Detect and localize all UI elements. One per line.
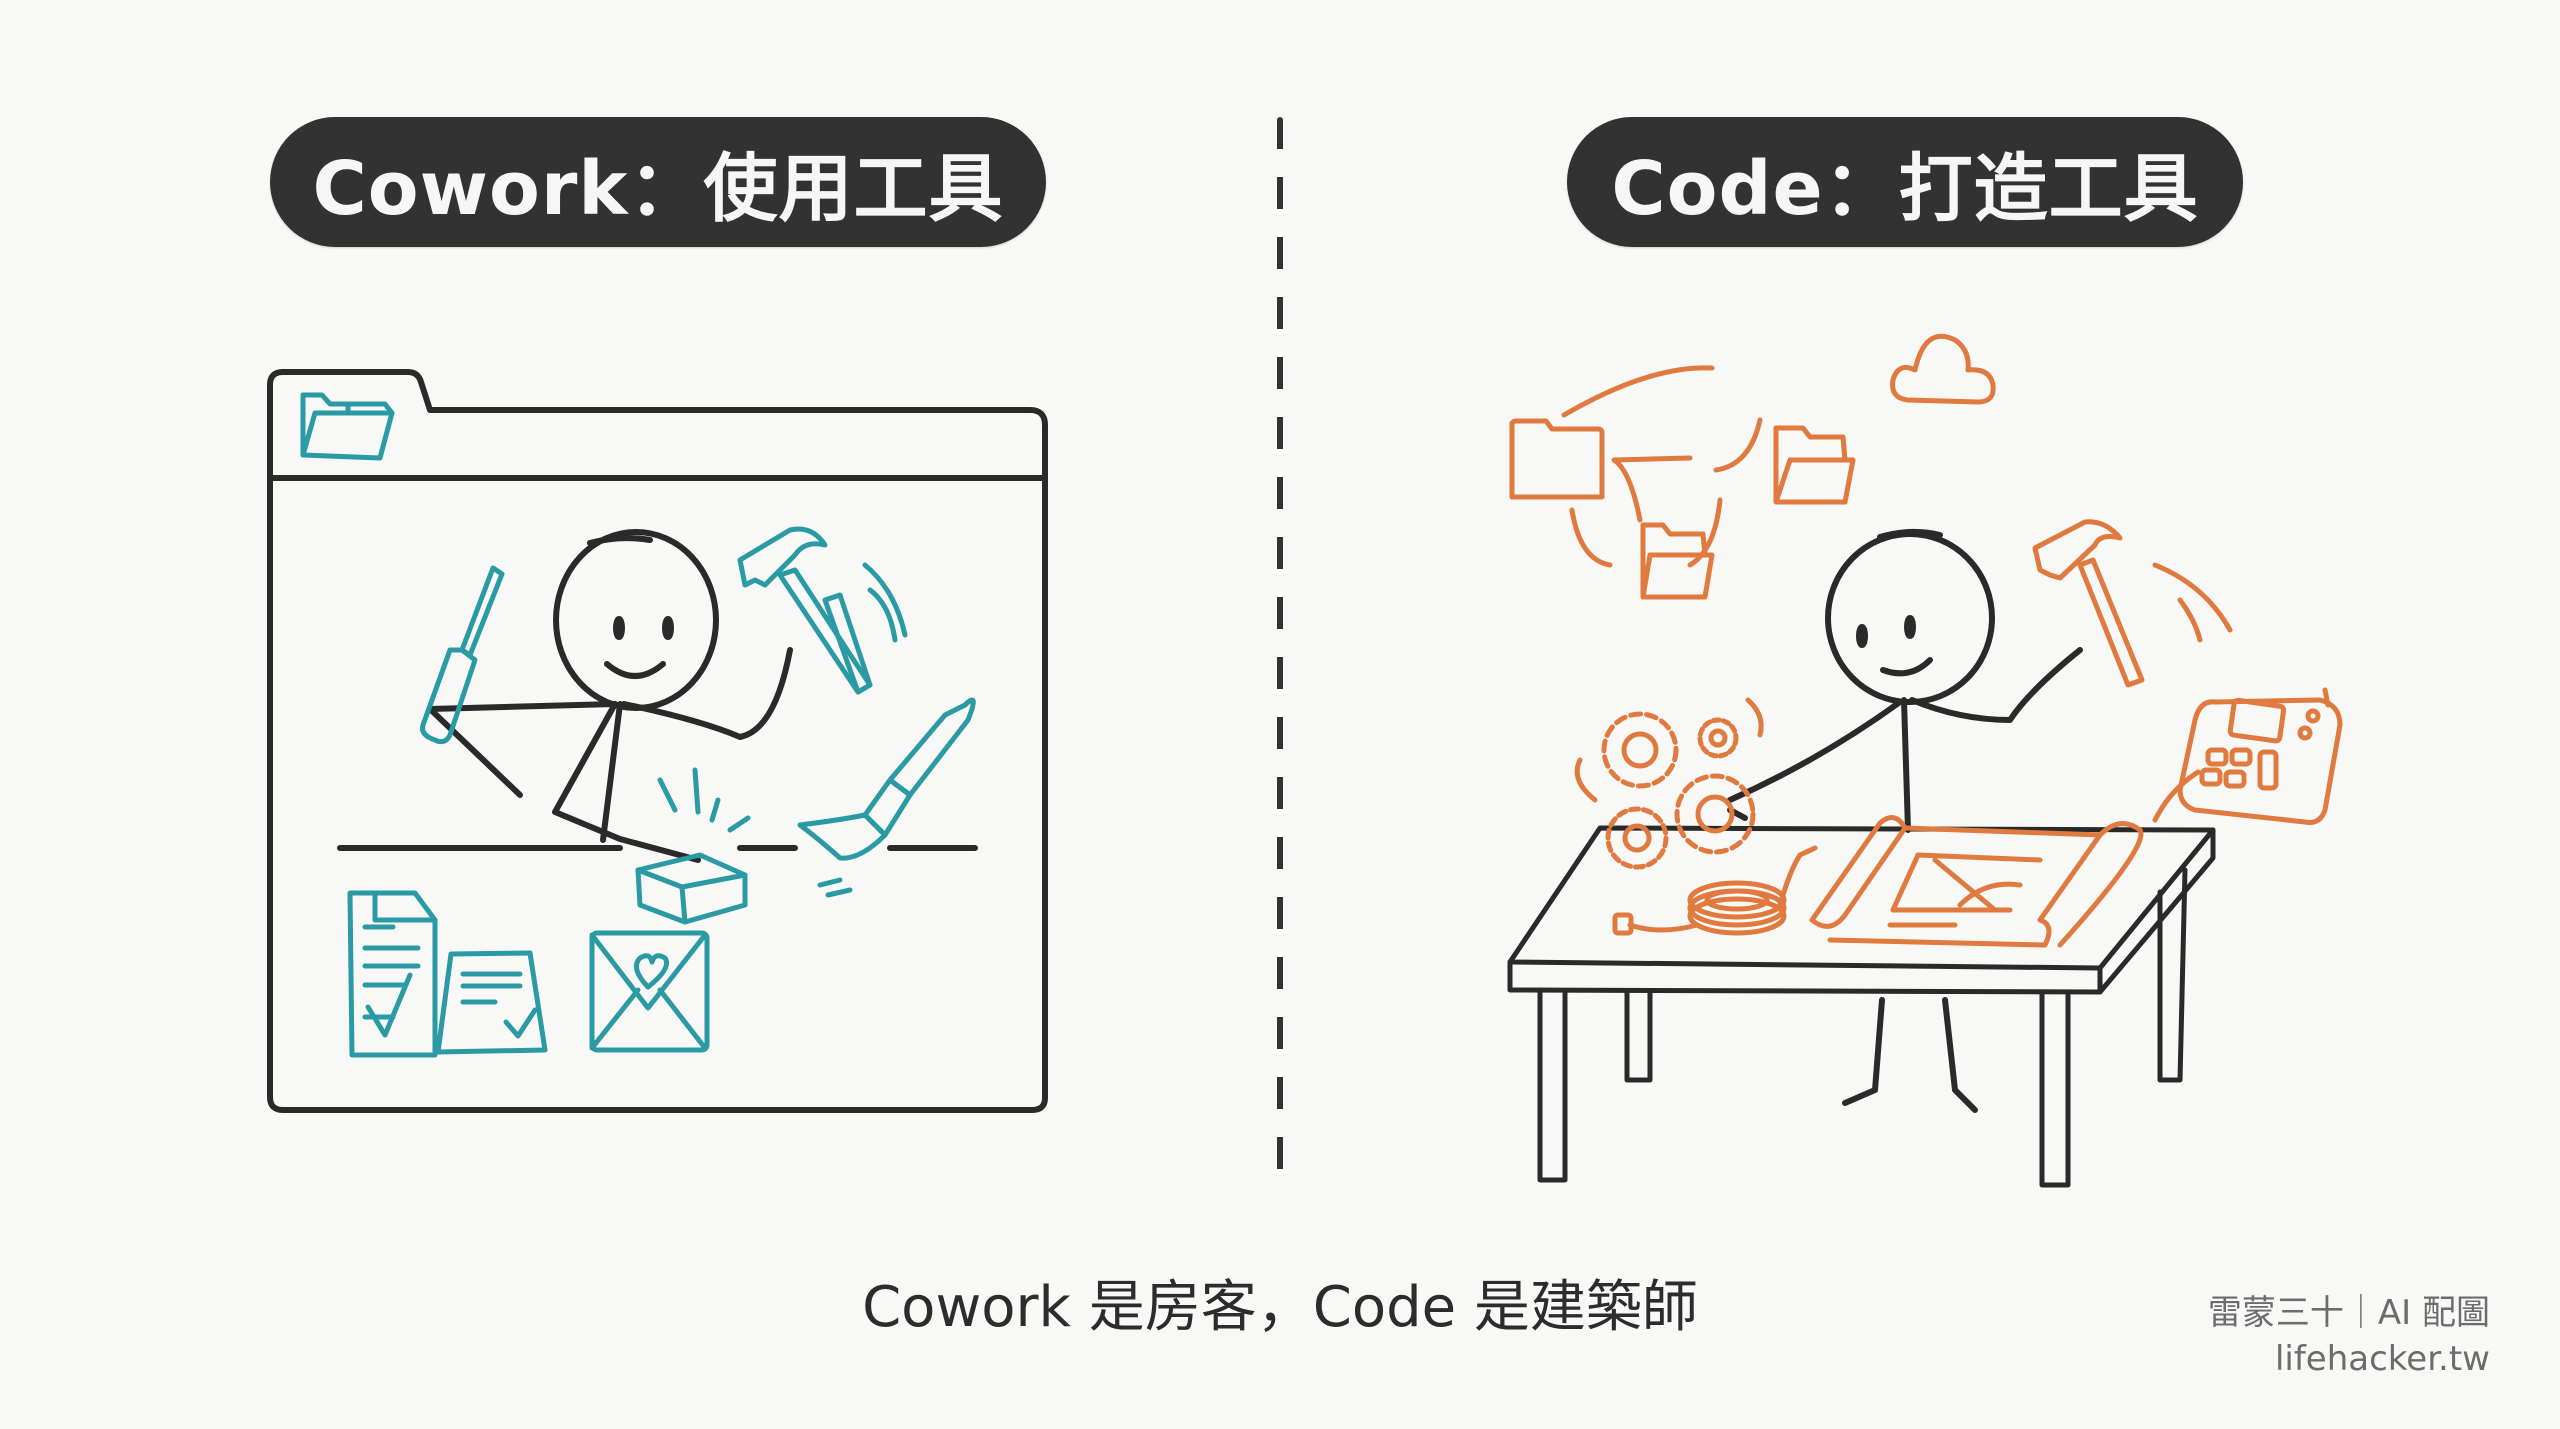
dashed-divider bbox=[1277, 117, 1283, 1192]
cowork-title-pill: Cowork：使用工具 bbox=[270, 117, 1046, 247]
credit-site: lifehacker.tw bbox=[2274, 1339, 2490, 1379]
folder-open-icon bbox=[1773, 425, 1856, 505]
document-check-icon bbox=[347, 890, 438, 1058]
paintbrush-icon bbox=[797, 697, 976, 898]
box-icon bbox=[635, 767, 751, 925]
folder-icon bbox=[1509, 418, 1605, 500]
form-check-icon bbox=[435, 950, 548, 1055]
blueprint-icon bbox=[1809, 815, 2144, 948]
envelope-heart-icon bbox=[589, 930, 710, 1053]
screwdriver-icon bbox=[420, 565, 505, 745]
code-title-pill: Code：打造工具 bbox=[1567, 117, 2243, 247]
workbench-table bbox=[1507, 825, 2216, 1188]
credit: 雷蒙三十｜AI 配圖 lifehacker.tw bbox=[2208, 1290, 2490, 1382]
cloud-icon bbox=[1890, 333, 1996, 405]
hammer-icon bbox=[2032, 519, 2233, 688]
folder-window-frame bbox=[267, 369, 1048, 1113]
folder-open-icon bbox=[1640, 522, 1715, 600]
credit-author: 雷蒙三十｜AI 配圖 bbox=[2207, 1293, 2490, 1333]
network-links bbox=[1561, 365, 1763, 568]
gear-icon bbox=[1574, 697, 1764, 870]
hammer-icon bbox=[737, 526, 908, 695]
folder-icon bbox=[300, 392, 395, 461]
cable-icon bbox=[1612, 845, 1818, 936]
device-icon bbox=[2152, 687, 2343, 825]
stick-figure-cowork bbox=[337, 529, 978, 863]
caption: Cowork 是房客，Code 是建築師 bbox=[862, 1275, 1698, 1340]
stick-figure-code bbox=[1727, 529, 2083, 1113]
